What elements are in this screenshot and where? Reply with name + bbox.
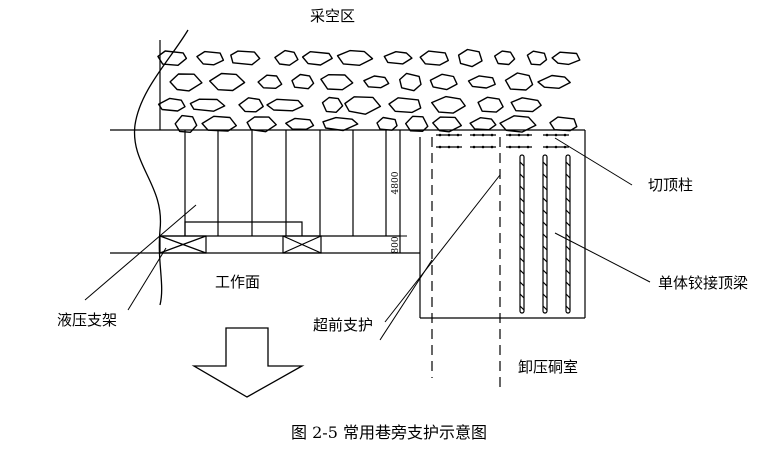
- label-pressure-relief-chamber: 卸压硐室: [518, 358, 578, 376]
- goaf-rock: [266, 98, 304, 112]
- support-canopy-outline: [184, 221, 303, 236]
- goaf-rock: [405, 115, 429, 133]
- leader-hydraulic-support-2: [127, 247, 167, 311]
- goaf-rock: [321, 96, 344, 114]
- label-advance-support: 超前支护: [313, 316, 373, 334]
- goaf-rock: [169, 73, 203, 92]
- goaf-rock: [291, 73, 315, 90]
- label-hinged-beam-prop: 单体铰接顶梁: [658, 274, 748, 292]
- label-goaf: 采空区: [310, 7, 355, 25]
- goaf-rock: [432, 116, 462, 133]
- goaf-rock: [419, 50, 449, 66]
- figure-caption: 图 2-5 常用巷旁支护示意图: [291, 423, 487, 442]
- goaf-rock: [230, 50, 261, 66]
- goaf-rock: [336, 49, 374, 67]
- goaf-rock: [469, 116, 497, 131]
- label-working-face: 工作面: [215, 273, 260, 291]
- leader-advance-support-2: [379, 259, 433, 341]
- goaf-rock: [344, 96, 382, 115]
- dimension-4800: 4800: [391, 171, 401, 194]
- goaf-rock: [257, 74, 283, 90]
- goaf-rock: [157, 97, 186, 112]
- goaf-rock: [201, 115, 238, 132]
- goaf-rock: [285, 117, 315, 131]
- leader-advance-support-1: [384, 174, 501, 323]
- goaf-rock: [537, 74, 571, 90]
- goaf-rock: [429, 73, 458, 91]
- goaf-rock: [322, 116, 359, 132]
- advance-direction-arrow-icon: [191, 327, 305, 398]
- goaf-rock: [499, 115, 537, 133]
- goaf-rock: [320, 73, 354, 91]
- goaf-rock: [399, 72, 422, 92]
- support-base-block-right: [282, 235, 322, 254]
- goaf-rock: [510, 97, 542, 113]
- goaf-rock: [246, 116, 277, 133]
- label-cutting-prop: 切顶柱: [648, 176, 693, 194]
- goaf-rock: [551, 51, 581, 66]
- goaf-rock: [174, 114, 198, 134]
- goaf-rock: [549, 116, 578, 132]
- goaf-rock: [388, 97, 422, 114]
- goaf-rock: [431, 95, 466, 114]
- leader-hinged-beam: [554, 232, 651, 283]
- goaf-rock: [363, 75, 390, 89]
- goaf-rock: [208, 72, 246, 92]
- leader-goaf-cut: [554, 137, 633, 186]
- goaf-rock: [504, 72, 534, 91]
- goaf-rock: [477, 96, 504, 113]
- goaf-rock: [189, 98, 226, 112]
- goaf-rock: [494, 50, 516, 66]
- goaf-rock: [157, 50, 188, 67]
- goaf-rock: [467, 75, 496, 89]
- goaf-rock: [301, 51, 333, 66]
- hinged-beam-props: [519, 154, 571, 314]
- dimension-800: 800: [391, 236, 401, 253]
- goaf-rock-fill: [157, 48, 581, 134]
- cutting-prop-row: [436, 133, 569, 149]
- goaf-rock: [196, 50, 225, 66]
- support-base-block-left: [159, 235, 207, 254]
- goaf-rock: [376, 116, 398, 131]
- label-hydraulic-support: 液压支架: [57, 311, 117, 329]
- goaf-rock: [238, 97, 264, 113]
- hydraulic-support-posts: [184, 130, 387, 236]
- goaf-rock: [526, 50, 548, 66]
- goaf-rock: [274, 49, 299, 66]
- leader-hydraulic-support-1: [84, 204, 197, 301]
- goaf-rock: [383, 51, 413, 65]
- goaf-boundary-curve: [133, 29, 189, 306]
- goaf-rock: [457, 48, 483, 68]
